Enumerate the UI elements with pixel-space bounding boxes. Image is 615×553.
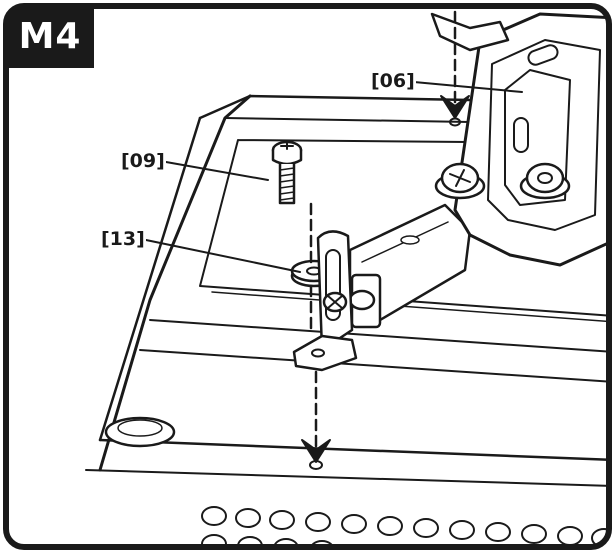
arrow-down-top-icon <box>440 95 470 119</box>
mount-plate <box>430 12 609 267</box>
callout-06: [06] <box>370 70 416 92</box>
plate-bolt-left <box>434 162 486 200</box>
leader-line-06 <box>413 81 523 93</box>
mount-arm <box>348 203 472 329</box>
callout-09: [09] <box>120 150 166 172</box>
arrow-down-bottom-icon <box>301 439 331 463</box>
plate-bolt-right <box>519 162 571 200</box>
frame-border <box>3 3 612 550</box>
step-label: M4 <box>18 16 82 57</box>
vent-holes <box>201 506 609 547</box>
leader-line-09 <box>165 161 269 181</box>
callout-13: [13] <box>100 228 146 250</box>
projector-foot <box>104 416 176 448</box>
leader-line-13 <box>145 239 301 273</box>
screw-09 <box>271 140 303 205</box>
step-badge: M4 <box>6 6 94 68</box>
l-bracket <box>292 230 358 372</box>
projector-left-edge <box>98 94 252 472</box>
projector-front-face <box>139 319 609 383</box>
